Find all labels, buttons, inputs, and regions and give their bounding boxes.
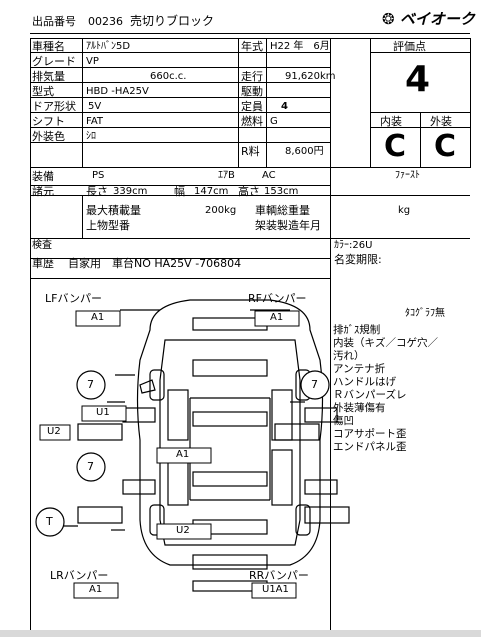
brand-logo: ❂ ベイオーク — [382, 12, 475, 27]
gross-weight-label: 車輌総重量 — [255, 204, 310, 217]
doors-value: 5V — [88, 101, 102, 112]
rf-bumper-label: RFバンパー — [248, 292, 307, 305]
damage-circle-t: T — [46, 515, 53, 528]
score-label: 評価点 — [393, 40, 426, 53]
note-line: 外装薄傷有 — [333, 402, 386, 414]
note-line: エンドパネル歪 — [333, 441, 407, 453]
bottom-bar — [0, 630, 481, 637]
exterior-label: 外装 — [430, 115, 452, 128]
note-line: 傷凹 — [333, 415, 354, 427]
damage-center-a1: A1 — [176, 449, 190, 460]
height-label: 高さ — [238, 185, 260, 198]
note-line: 排ｶﾞｽ規制 — [333, 324, 381, 336]
shift-value: FAT — [86, 116, 104, 127]
tacho-note: ﾀｺｸﾞﾗﾌ無 — [405, 308, 445, 319]
lf-bumper-label: LFバンパー — [45, 292, 103, 305]
recycle-label: R料 — [241, 145, 260, 158]
mileage-value: 91,620km — [285, 71, 336, 82]
equip-ps: PS — [92, 170, 105, 181]
name-change-deadline: 名変期限: — [334, 253, 382, 266]
equip-first: ﾌｧｰｽﾄ — [395, 170, 420, 181]
damage-circle-lf: 7 — [87, 378, 94, 391]
width-label: 幅 — [174, 185, 185, 198]
damage-lr: A1 — [89, 584, 103, 595]
fuel-value: G — [270, 116, 278, 127]
color-value: ｼﾛ — [86, 131, 96, 142]
doors-label: ドア形状 — [32, 100, 76, 113]
equipment-label: 装備 — [32, 170, 54, 183]
upper-type-label: 上物型番 — [86, 219, 130, 232]
year-label: 年式 — [241, 40, 263, 53]
height-value: 153cm — [264, 186, 299, 197]
max-load-value: 200kg — [205, 205, 237, 216]
lot-label: 出品番号 — [32, 15, 76, 28]
color-label: 外装色 — [32, 130, 65, 143]
capacity-label: 定員 — [241, 100, 263, 113]
model-label: 車種名 — [32, 40, 65, 53]
length-value: 339cm — [113, 186, 148, 197]
grade-label: グレード — [32, 55, 76, 68]
displacement-value: 660c.c. — [150, 71, 187, 82]
displacement-label: 排気量 — [32, 70, 65, 83]
rr-bumper-label: RRバンパー — [249, 569, 309, 582]
notes-list: 排ｶﾞｽ規制 内装（キズ／コゲ穴／ 汚れ） アンテナ折 ハンドルはげ Ｒバンパー… — [333, 324, 438, 454]
damage-left-mid: U1 — [96, 407, 110, 418]
shift-label: シフト — [32, 115, 65, 128]
brand-mark-icon: ❂ — [382, 10, 395, 28]
damage-center-u2: U2 — [176, 525, 190, 536]
lr-bumper-label: LRバンパー — [50, 569, 109, 582]
drive-label: 駆動 — [241, 85, 263, 98]
width-value: 147cm — [194, 186, 229, 197]
length-label: 長さ — [86, 185, 108, 198]
history-value: 自家用 車台NO HA25V -706804 — [68, 257, 242, 270]
lot-number: 00236 — [88, 15, 123, 28]
grade-value: VP — [86, 56, 99, 67]
note-line: ハンドルはげ — [333, 376, 396, 388]
damage-rf: A1 — [270, 312, 284, 323]
damage-circle-rf: 7 — [311, 378, 318, 391]
equip-airbag: ｴｱB — [218, 170, 235, 181]
note-line: 汚れ） — [333, 350, 365, 362]
max-load-label: 最大積載量 — [86, 204, 141, 217]
color-code: ｶﾗｰ:26U — [334, 240, 373, 251]
damage-lf: A1 — [91, 312, 105, 323]
mileage-label: 走行 — [241, 70, 263, 83]
type-value: HBD -HA25V — [86, 86, 149, 97]
exterior-grade: C — [434, 129, 457, 164]
interior-grade: C — [384, 129, 407, 164]
model-value: ｱﾙﾄﾊﾞﾝ5D — [86, 41, 131, 52]
damage-u2-left: U2 — [47, 426, 61, 437]
gross-weight-unit: kg — [398, 205, 411, 216]
damage-rr: U1A1 — [262, 584, 289, 595]
inspection-label: 検査 — [32, 240, 52, 251]
recycle-value: 8,600円 — [285, 146, 324, 157]
upper-date-label: 架装製造年月 — [255, 219, 321, 232]
sale-type: 売切りブロック — [130, 14, 215, 28]
year-value: H22 年 6月 — [270, 41, 330, 52]
note-line: アンテナ折 — [333, 363, 386, 375]
brand-name: ベイオーク — [399, 10, 475, 28]
note-line: 内装（キズ／コゲ穴／ — [333, 337, 438, 349]
score-value: 4 — [405, 59, 431, 100]
equip-ac: AC — [262, 170, 276, 181]
interior-label: 内装 — [380, 115, 402, 128]
note-line: Ｒバンパーズレ — [333, 389, 407, 401]
specs-label: 諸元 — [32, 185, 54, 198]
capacity-value: 4 — [281, 101, 288, 112]
fuel-label: 燃料 — [241, 115, 263, 128]
damage-circle-lr: 7 — [87, 460, 94, 473]
note-line: コアサポート歪 — [333, 428, 407, 440]
type-label: 型式 — [32, 85, 54, 98]
history-label: 車歴 — [32, 257, 54, 270]
